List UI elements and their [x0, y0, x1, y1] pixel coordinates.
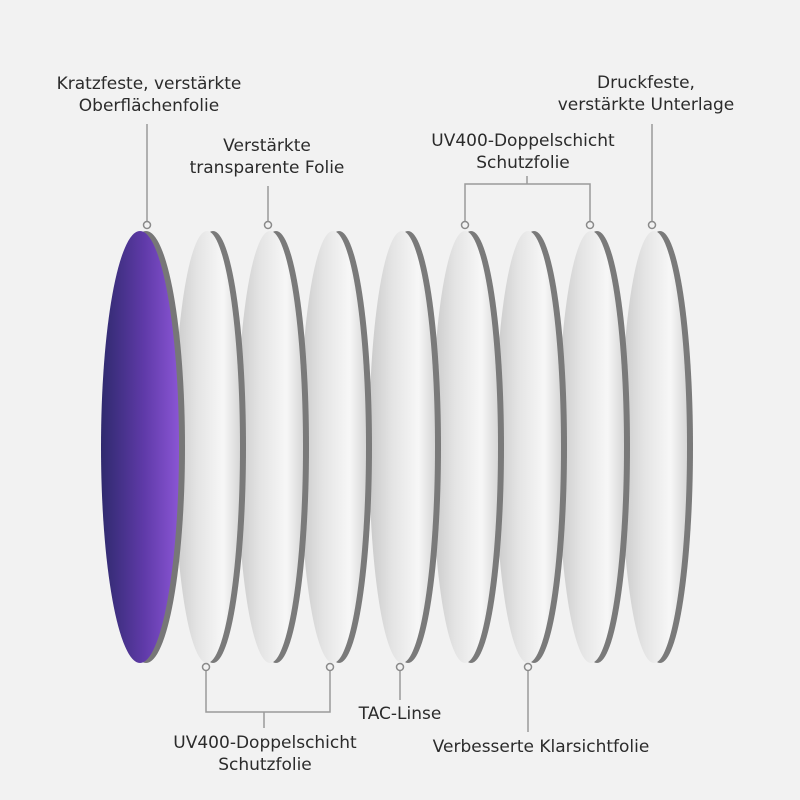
dot-tac-lens [395, 662, 405, 672]
label-transparent-film-line2: transparente Folie [189, 158, 345, 178]
dot-clear-film [523, 662, 533, 672]
dot-transparent-film [263, 220, 273, 230]
label-uv400-top-line2: Schutzfolie [476, 153, 570, 173]
dot-base-layer [647, 220, 657, 230]
dot-uv400-bottom-right [325, 662, 335, 672]
leader-uv400-top [464, 176, 591, 223]
layer-6-uv400-film [432, 231, 504, 663]
label-uv400-top-line1: UV400-Doppelschicht [431, 131, 615, 151]
label-tac-lens: TAC-Linse [359, 703, 442, 725]
dot-uv400-top-left [460, 220, 470, 230]
label-uv400-top: UV400-Doppelschicht Schutzfolie [431, 130, 614, 174]
label-base-layer-line2: verstärkte Unterlage [557, 95, 735, 115]
layer-5-tac-lens [369, 231, 441, 663]
layer-3-uv400-film [237, 231, 309, 663]
label-surface-film: Kratzfeste, verstärkte Oberflächenfolie [57, 73, 242, 117]
layer-1-surface-film [101, 231, 185, 663]
layer-2-transparent-film [174, 231, 246, 663]
label-uv400-bottom-line2: Schutzfolie [218, 755, 312, 775]
label-tac-lens-line1: TAC-Linse [358, 704, 442, 724]
layer-7-clear-film [495, 231, 567, 663]
dot-uv400-bottom-left [201, 662, 211, 672]
dot-uv400-top-right [585, 220, 595, 230]
label-surface-film-line1: Kratzfeste, verstärkte [56, 74, 242, 94]
label-transparent-film: Verstärkte transparente Folie [190, 135, 345, 179]
label-transparent-film-line1: Verstärkte [223, 136, 311, 156]
layer-8-uv400-film [558, 231, 630, 663]
layer-4-uv400-film [300, 231, 372, 663]
label-clear-film: Verbesserte Klarsichtfolie [433, 736, 650, 758]
leader-dots [142, 220, 657, 672]
label-uv400-bottom-line1: UV400-Doppelschicht [173, 733, 357, 753]
leader-uv400-bottom [205, 668, 331, 728]
layer-9-base-underlay [621, 231, 693, 663]
label-surface-film-line2: Oberflächenfolie [78, 96, 220, 116]
label-clear-film-line1: Verbesserte Klarsichtfolie [432, 737, 650, 757]
label-base-layer: Druckfeste, verstärkte Unterlage [558, 72, 735, 116]
label-base-layer-line1: Druckfeste, [597, 73, 695, 93]
dot-surface-film [142, 220, 152, 230]
leader-lines [146, 124, 653, 732]
label-uv400-bottom: UV400-Doppelschicht Schutzfolie [173, 732, 356, 776]
